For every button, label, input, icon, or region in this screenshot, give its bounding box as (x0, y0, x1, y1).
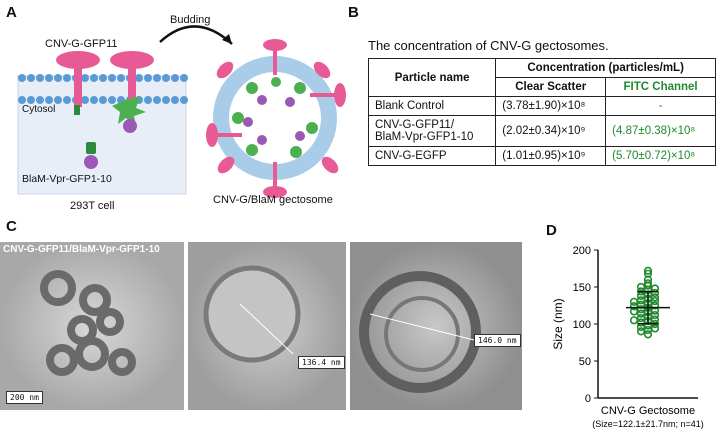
x-axis-sublabel: (Size=122.1±21.7nm; n=41) (592, 419, 704, 429)
scale-bar-1: 200 nm (6, 391, 43, 404)
budding-schematic (17, 25, 346, 198)
panel-label-d: D (546, 222, 557, 239)
budding-label: Budding (170, 14, 211, 26)
row-clear: (1.01±0.95)×10⁹ (495, 146, 607, 166)
panel-a-diagram (0, 0, 360, 215)
data-point (636, 313, 646, 323)
data-point (636, 309, 646, 318)
header-particle: Particle name (367, 58, 497, 97)
y-tick-label: 0 (585, 393, 591, 405)
cell-body (17, 75, 187, 195)
gectosome-label: CNV-G/BlaM gectosome (213, 194, 333, 206)
data-point (629, 302, 639, 311)
y-tick-label: 200 (573, 245, 591, 257)
em-single-vesicle-large (350, 242, 522, 410)
row-clear: (2.02±0.34)×10⁹ (495, 115, 607, 147)
row-clear: (3.78±1.90)×10⁸ (495, 96, 607, 116)
budding-arrow (159, 25, 233, 45)
table-row: CNV-G-GFP11/ BlaM-Vpr-GFP1-10 (2.02±0.34… (367, 115, 716, 147)
table-row: CNV-G-EGFP (1.01±0.95)×10⁹ (5.70±0.72)×1… (367, 146, 716, 166)
blam-label: BlaM-Vpr-GFP1-10 (22, 173, 112, 185)
data-point (643, 330, 653, 339)
cytosol-label: Cytosol (22, 104, 56, 115)
em-vesicles-cluster (0, 242, 184, 410)
row-name: CNV-G-GFP11/ BlaM-Vpr-GFP1-10 (367, 115, 497, 147)
header-clear-scatter: Clear Scatter (495, 77, 607, 97)
panel-label-b: B (348, 4, 359, 21)
data-point (636, 282, 646, 292)
panel-label-a: A (6, 4, 17, 21)
x-axis-label: CNV-G Gectosome (601, 405, 695, 417)
y-tick-label: 150 (573, 282, 591, 294)
data-point (650, 324, 660, 333)
em-image-2: 136.4 nm (188, 242, 346, 410)
concentration-table: Particle name Concentration (particles/m… (367, 58, 716, 166)
data-point (636, 327, 646, 336)
y-tick-label: 100 (573, 319, 591, 331)
cell-label: 293T cell (70, 200, 115, 212)
y-axis-label: Size (nm) (551, 298, 565, 349)
scale-bar-3: 146.0 nm (474, 334, 521, 347)
em-image-3: 146.0 nm (350, 242, 522, 410)
data-point (629, 297, 639, 306)
scale-bar-2: 136.4 nm (298, 356, 345, 369)
data-point (636, 291, 646, 300)
data-point (643, 266, 653, 275)
header-fitc: FITC Channel (605, 77, 716, 97)
em-image-1: CNV-G-GFP11/BlaM-Vpr-GFP1-10 200 nm (0, 242, 184, 410)
data-point (629, 316, 639, 325)
data-point (636, 318, 646, 327)
row-fitc: (5.70±0.72)×10⁸ (605, 146, 716, 166)
row-name: Blank Control (367, 96, 497, 116)
data-point (650, 301, 660, 310)
header-concentration: Concentration (particles/mL) (495, 58, 716, 78)
em-single-vesicle (188, 242, 346, 410)
blam-vpr-free (84, 142, 98, 169)
concentration-table-wrap: Particle name Concentration (particles/m… (367, 58, 716, 166)
construct-label: CNV-G-GFP11 (45, 38, 118, 50)
table-title: The concentration of CNV-G gectosomes. (368, 38, 609, 53)
row-fitc: - (605, 96, 716, 116)
data-point (636, 305, 646, 314)
panel-label-c: C (6, 218, 17, 235)
cnv-g-protein-2 (110, 51, 154, 133)
em-caption: CNV-G-GFP11/BlaM-Vpr-GFP1-10 (3, 244, 160, 255)
y-tick-label: 50 (579, 356, 591, 368)
row-name: CNV-G-EGFP (367, 146, 497, 166)
data-point (650, 296, 660, 306)
cnv-g-protein-1 (56, 51, 100, 115)
gectosome-particle (206, 39, 346, 198)
row-fitc: (4.87±0.38)×10⁸ (605, 115, 716, 147)
table-row: Blank Control (3.78±1.90)×10⁸ - (367, 96, 716, 116)
